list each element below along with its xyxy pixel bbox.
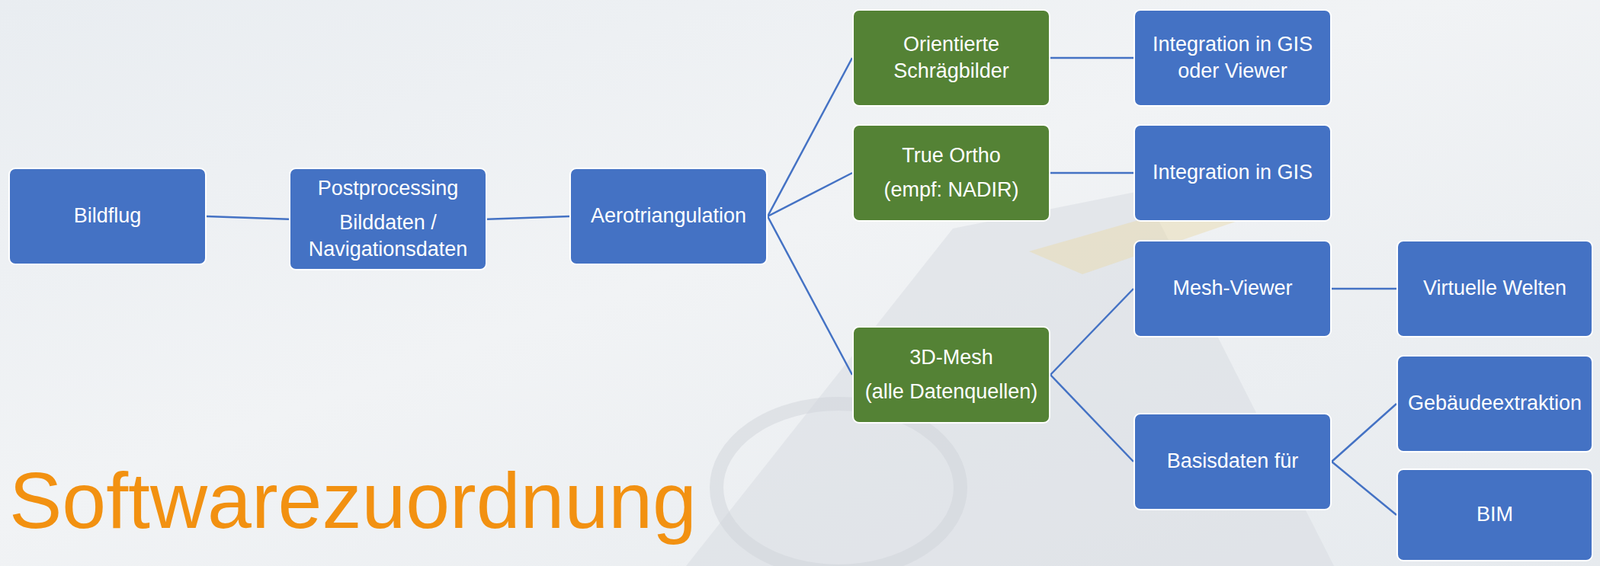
box-label: (alle Datenquellen) — [865, 378, 1039, 406]
product-box: Orientierte Schrägbilder — [852, 9, 1051, 107]
connector-line — [1050, 375, 1134, 462]
connector-line — [1331, 404, 1397, 462]
box-label: True Ortho — [901, 142, 1001, 170]
connector-line — [1331, 461, 1397, 516]
connector-line — [1050, 57, 1134, 60]
connector-line — [1050, 288, 1134, 376]
connector-line — [767, 173, 853, 217]
connector-line — [206, 216, 289, 220]
box-label: Orientierte Schrägbilder — [861, 31, 1042, 85]
connector-line — [1331, 288, 1397, 291]
connector-line — [767, 57, 853, 217]
box-label: Mesh-Viewer — [1172, 275, 1293, 302]
box-label: BIM — [1476, 501, 1514, 529]
process-box: Virtuelle Welten — [1396, 240, 1594, 338]
box-label: Postprocessing — [317, 175, 459, 203]
connector-line — [487, 216, 570, 220]
process-box: Gebäudeextraktion — [1396, 355, 1594, 453]
product-box: 3D-Mesh (alle Datenquellen) — [852, 326, 1051, 424]
box-label: Bildflug — [73, 202, 142, 230]
process-box: Integration in GIS — [1133, 124, 1332, 222]
box-label: Aerotriangulation — [590, 202, 747, 230]
product-box: True Ortho (empf: NADIR) — [852, 124, 1051, 222]
process-box: Bildflug — [8, 167, 207, 266]
slide-title: Softwarezuordnung — [9, 455, 697, 548]
wing-shape — [686, 190, 1334, 566]
box-label: Bilddaten / Navigationsdaten — [298, 209, 478, 263]
box-label: Virtuelle Welten — [1423, 275, 1567, 302]
connector-line — [1050, 172, 1134, 175]
box-label: Integration in GIS — [1152, 159, 1313, 186]
process-box: Basisdaten für — [1133, 413, 1332, 511]
connector-line — [767, 216, 853, 376]
process-box: Integration in GIS oder Viewer — [1133, 9, 1332, 107]
process-box: Mesh-Viewer — [1133, 240, 1332, 338]
box-label: Integration in GIS oder Viewer — [1142, 31, 1323, 85]
process-box: Aerotriangulation — [569, 167, 768, 266]
box-label: Gebäudeextraktion — [1407, 390, 1582, 417]
process-box: BIM — [1396, 468, 1594, 562]
box-label: (empf: NADIR) — [883, 176, 1019, 204]
process-box: PostprocessingBilddaten / Navigationsdat… — [288, 167, 488, 271]
box-label: 3D-Mesh — [909, 344, 994, 372]
wing-marking — [716, 404, 961, 566]
box-label: Basisdaten für — [1167, 448, 1299, 475]
